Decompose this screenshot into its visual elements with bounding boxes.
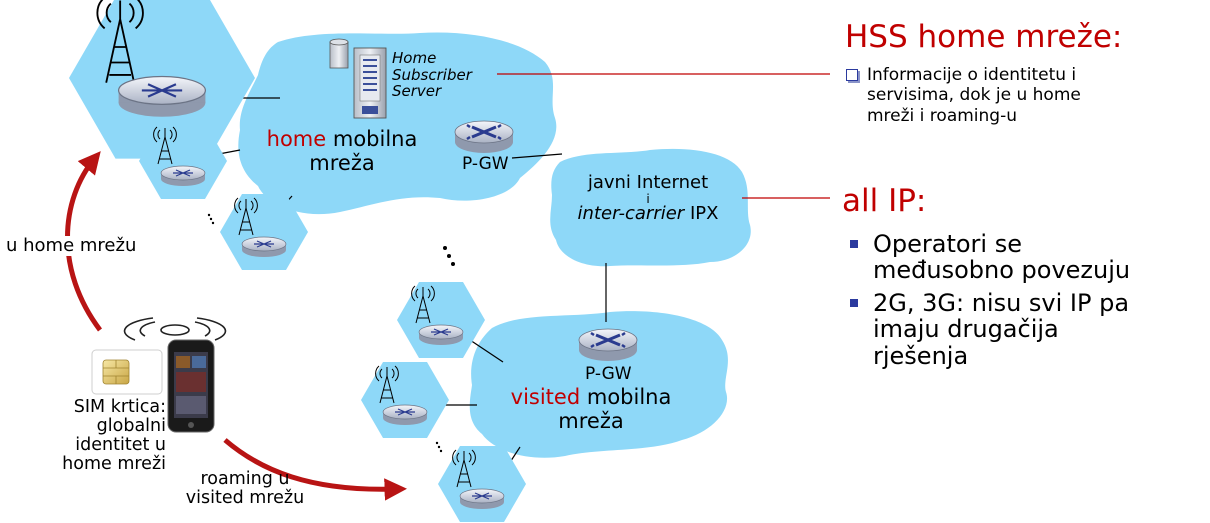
sim-caption-line: globalni (96, 415, 166, 436)
allip-bullet-line: Operatori se (873, 230, 1022, 258)
visited-network-accent: visited (510, 385, 581, 409)
internet-rest: IPX (689, 203, 719, 225)
allip-panel: all IP: Operatori se međusobno povezuju … (835, 186, 1205, 369)
hss-panel: HSS home mreže: Informacije o identitetu… (845, 22, 1205, 126)
sim-card-icon (91, 349, 163, 395)
home-network-cloud (238, 32, 557, 215)
home-network-label: home mobilna mreža (262, 127, 422, 175)
pgw-visited-label: P-GW (585, 364, 632, 384)
sim-caption-line: home mreži (62, 453, 166, 474)
sim-caption-line: identitet u (75, 434, 166, 455)
home-network-line2: mreža (309, 150, 375, 175)
pgw-router-icon (578, 328, 638, 361)
allip-heading: all IP: (842, 183, 927, 219)
hss-label-line: Subscriber (392, 65, 472, 84)
server-icon (329, 38, 387, 119)
visited-network-label: visited mobilna mreža (496, 385, 686, 433)
hss-bullet-line: Informacije o identitetu i (867, 65, 1077, 85)
visited-network-rest: mobilna (586, 385, 672, 409)
internet-cloud (550, 148, 751, 267)
roaming-label-line: roaming u (200, 469, 290, 489)
sim-caption: SIM krtica: globalni identitet u home mr… (6, 398, 166, 474)
internet-line2: i (646, 191, 650, 206)
home-network-accent: home (266, 127, 327, 151)
allip-bullet-line: međusobno povezuju (873, 256, 1131, 285)
wireless-signal-icon (123, 317, 227, 341)
allip-bullet-line: 2G, 3G: nisu svi IP pa (873, 288, 1130, 317)
home-network-rest: mobilna (332, 127, 418, 151)
base-station (69, 0, 255, 159)
arrow-home-label: u home mrežu (6, 235, 137, 257)
roaming-label-line: visited mrežu (185, 488, 305, 509)
hss-bullet: Informacije o identitetu i servisima, do… (845, 65, 1205, 126)
roaming-label: roaming u visited mrežu (165, 469, 325, 509)
square-bullet-icon (850, 240, 858, 248)
visited-network-line2: mreža (558, 408, 624, 433)
pgw-home-label: P-GW (462, 154, 509, 174)
smartphone-icon (167, 339, 215, 433)
hss-label-line: Home (392, 49, 437, 67)
internet-italic: inter-carrier (577, 203, 685, 225)
hss-label: Home Subscriber Server (392, 50, 472, 100)
allip-bullet: 2G, 3G: nisu svi IP pa imaju drugačija r… (835, 288, 1205, 370)
checkbox-bullet-icon (846, 69, 858, 81)
allip-bullet: Operatori se međusobno povezuju (835, 231, 1205, 284)
arrow-roaming (223, 438, 407, 501)
sim-caption-line: SIM krtica: (73, 397, 166, 417)
visited-network-cloud (469, 311, 728, 458)
internet-line1: javni Internet (587, 172, 709, 193)
ellipsis-dots (207, 213, 455, 453)
pgw-router-icon (454, 120, 514, 153)
network-diagram (65, 0, 830, 522)
square-bullet-icon (850, 298, 858, 307)
allip-bullet-line: imaju drugačija (873, 315, 1059, 344)
hss-label-line: Server (392, 82, 442, 100)
hss-heading: HSS home mreže: (845, 19, 1123, 55)
internet-label: javni Internet i inter-carrier IPX (548, 172, 748, 225)
allip-bullet-line: rješenja (873, 341, 969, 370)
base-station-small (139, 123, 526, 522)
hss-bullet-line: servisima, dok je u home (867, 85, 1081, 106)
hss-bullet-line: mreži i roaming-u (867, 105, 1018, 126)
